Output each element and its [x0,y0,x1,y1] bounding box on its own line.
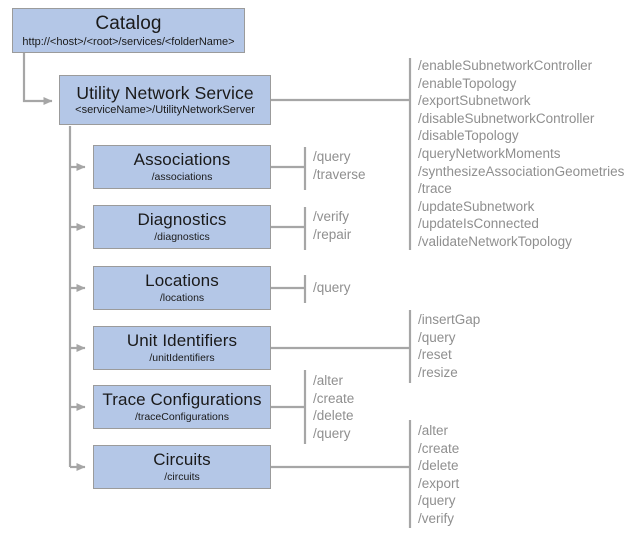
operation-item: /queryNetworkMoments [418,145,561,161]
operation-item: /disableTopology [418,128,519,144]
operation-item: /synthesizeAssociationGeometries [418,163,625,179]
operation-list-locations: /query [313,279,351,297]
operation-item: /updateIsConnected [418,216,539,232]
operation-item: /enableSubnetworkController [418,58,593,73]
operation-item: /updateSubnetwork [418,198,535,214]
operation-item: /create [418,440,460,456]
operation-list-diagnostics: /verify/repair [313,208,351,243]
operation-item: /repair [313,226,352,242]
operation-item: /exportSubnetwork [418,93,531,109]
operation-item: /query [313,280,351,295]
operation-list-utility-network-service: /enableSubnetworkController/enableTopolo… [418,57,624,251]
node-diagnostics-path: /diagnostics [154,231,210,243]
operation-item: /query [418,493,456,509]
operation-item: /reset [418,347,452,363]
node-catalog[interactable]: Catalog http://<host>/<root>/services/<f… [12,8,245,53]
node-unit-identifiers-title: Unit Identifiers [126,331,238,350]
node-circuits[interactable]: Circuits /circuits [93,445,271,489]
operation-item: /delete [418,458,459,474]
operation-item: /export [418,475,460,491]
node-diagnostics-title: Diagnostics [137,210,227,229]
node-associations[interactable]: Associations /associations [93,145,271,189]
node-diagnostics[interactable]: Diagnostics /diagnostics [93,205,271,249]
node-circuits-path: /circuits [164,471,200,483]
operation-item: /validateNetworkTopology [418,233,572,249]
operation-item: /resize [418,364,458,380]
node-associations-path: /associations [151,171,213,183]
operation-item: /disableSubnetworkController [418,110,595,126]
operation-item: /traverse [313,166,366,182]
node-locations-title: Locations [145,271,219,290]
node-locations[interactable]: Locations /locations [93,266,271,310]
connector-catalog-to-uns [22,53,53,105]
node-utility-network-service-path: <serviceName>/UtilityNetworkServer [75,104,255,116]
operation-item: /insertGap [418,312,481,327]
node-unit-identifiers[interactable]: Unit Identifiers /unitIdentifiers [93,326,271,370]
operation-item: /verify [418,510,455,526]
operation-list-trace-configurations: /alter/create/delete/query [313,372,354,442]
node-catalog-title: Catalog [95,12,162,34]
operation-item: /alter [313,373,344,388]
node-utility-network-service[interactable]: Utility Network Service <serviceName>/Ut… [59,75,271,125]
node-trace-configurations-path: /traceConfigurations [135,411,229,423]
operation-item: /query [313,425,351,441]
operation-item: /alter [418,423,449,438]
node-catalog-path: http://<host>/<root>/services/<folderNam… [22,35,235,48]
node-trace-configurations[interactable]: Trace Configurations /traceConfiguration… [93,385,271,429]
operation-list-associations: /query/traverse [313,148,366,183]
node-locations-path: /locations [159,292,205,304]
operation-item: /enableTopology [418,75,517,91]
operation-item: /delete [313,408,354,424]
node-circuits-title: Circuits [153,450,211,469]
operation-item: /verify [313,209,350,224]
operation-item: /query [418,329,456,345]
operation-item: /query [313,149,351,164]
operation-item: /trace [418,181,452,197]
node-unit-identifiers-path: /unitIdentifiers [149,352,215,364]
node-utility-network-service-title: Utility Network Service [76,83,254,103]
operation-item: /create [313,390,355,406]
node-associations-title: Associations [133,150,231,169]
operation-list-unit-identifiers: /insertGap/query/reset/resize [418,311,480,381]
node-trace-configurations-title: Trace Configurations [102,390,262,409]
operation-list-circuits: /alter/create/delete/export/query/verify [418,422,459,528]
